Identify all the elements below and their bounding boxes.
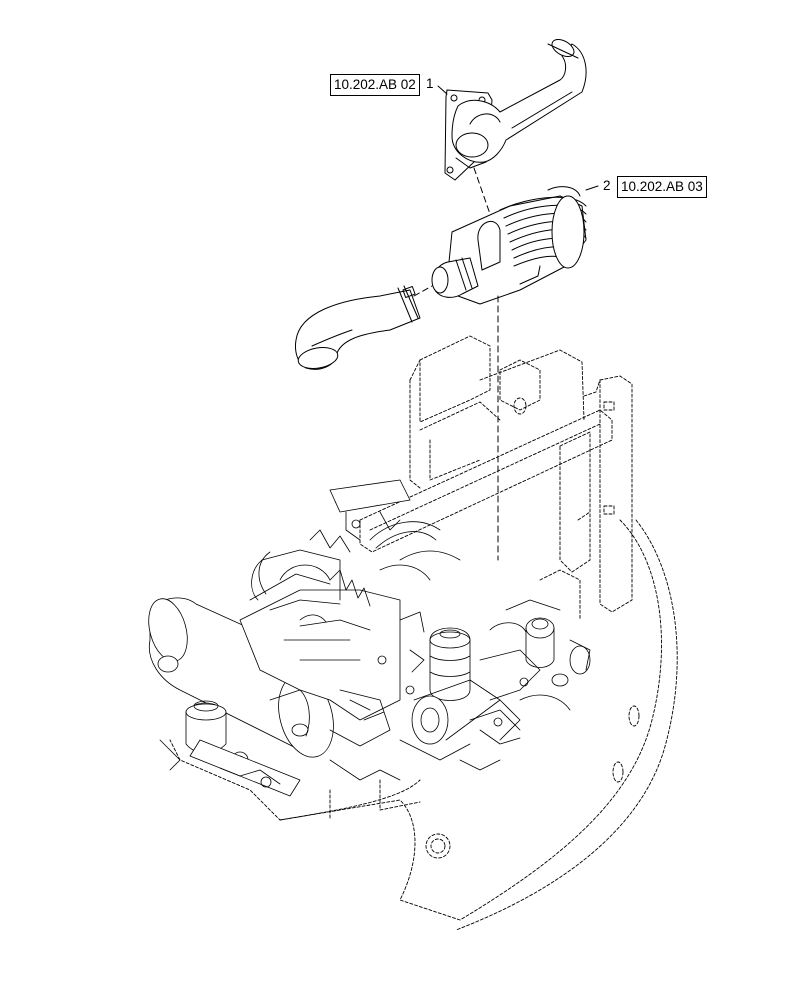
callout-1-reference[interactable]: 10.202.AB 02: [330, 74, 420, 96]
callout-2-number: 2: [603, 178, 611, 193]
engine-assembly-outline: [148, 479, 591, 797]
air-filter-part: [431, 186, 587, 305]
assembly-alignment-lines: [413, 167, 499, 561]
callout-leaders: [437, 85, 599, 191]
intake-elbow-part: [444, 38, 587, 181]
intake-hose-part: [295, 285, 421, 370]
callout-2-reference[interactable]: 10.202.AB 03: [617, 176, 707, 198]
machine-frame-outline: [169, 335, 678, 931]
callout-1-number: 1: [426, 76, 434, 91]
